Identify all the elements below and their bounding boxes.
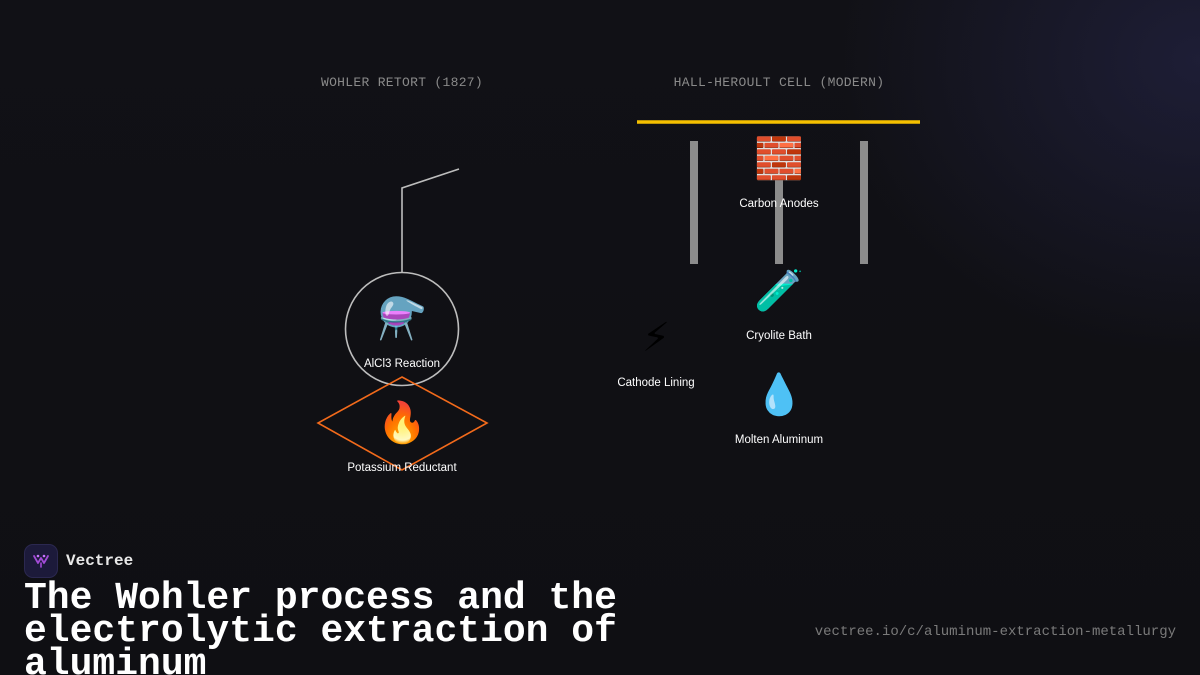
logo-mark: [33, 554, 49, 568]
retort-flask: [344, 271, 460, 387]
alembic-icon: ⚗️: [377, 295, 427, 342]
node-label-anodes: Carbon Anodes: [739, 198, 819, 210]
test-tube-icon: 🧪: [754, 268, 804, 314]
droplet-icon: 💧: [754, 371, 804, 418]
node-cathode-lining: ⚡ Cathode Lining: [617, 315, 694, 389]
lightning-icon: ⚡: [642, 315, 670, 361]
source-url[interactable]: vectree.io/c/aluminum-extraction-metallu…: [814, 624, 1176, 640]
node-label-potassium: Potassium Reductant: [347, 462, 457, 474]
vectree-logo-icon: [24, 544, 58, 578]
section-label-wohler: WOHLER RETORT (1827): [321, 75, 483, 90]
electrode-left: [690, 141, 698, 264]
reductant-diamond: [316, 376, 489, 471]
fire-icon: 🔥: [377, 399, 427, 446]
node-label-cryolite: Cryolite Bath: [746, 330, 812, 342]
node-label-cathode: Cathode Lining: [617, 377, 694, 389]
section-label-hall-heroult: HALL-HEROULT CELL (MODERN): [674, 75, 885, 90]
retort-neck: [401, 168, 460, 272]
node-molten-aluminum: 💧 Molten Aluminum: [735, 371, 823, 446]
brand-name: Vectree: [66, 552, 134, 570]
node-carbon-anodes: 🧱 Carbon Anodes: [739, 135, 819, 210]
electrode-right: [860, 141, 868, 264]
node-alcl3-reaction: ⚗️ AlCl3 Reaction: [364, 295, 440, 370]
page-title: The Wohler process and the electrolytic …: [24, 577, 617, 675]
process-diagram: WOHLER RETORT (1827) HALL-HEROULT CELL (…: [316, 75, 920, 474]
node-potassium-reductant: 🔥 Potassium Reductant: [347, 399, 457, 474]
electrode-center: [775, 141, 783, 264]
node-cryolite-bath: 🧪 Cryolite Bath: [746, 268, 812, 342]
node-label-alcl3: AlCl3 Reaction: [364, 358, 440, 370]
node-label-aluminum: Molten Aluminum: [735, 434, 823, 446]
brand: Vectree: [24, 544, 133, 578]
brick-icon: 🧱: [754, 135, 804, 182]
